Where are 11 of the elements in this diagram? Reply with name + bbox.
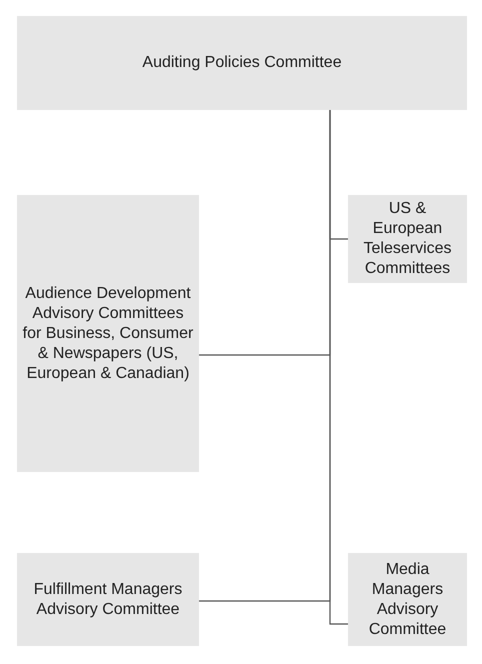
committee-name: Media Managers Advisory Committee [368, 560, 448, 640]
committee-name: Fulfillment Managers Advisory Committee [32, 580, 184, 620]
committee-name: Auditing Policies Committee [142, 53, 342, 73]
committee-name: US & European Teleservices Committees [362, 199, 453, 279]
committee-box [17, 195, 199, 472]
committee-box [17, 16, 467, 110]
committee-box [348, 553, 467, 646]
connector-line [329, 110, 348, 625]
committee-name: Audience Development Advisory Committees for Business, Consumer & Newspapers (US, European & Canadian) [22, 284, 194, 384]
committee-box [17, 553, 199, 646]
committee-box [348, 195, 467, 283]
